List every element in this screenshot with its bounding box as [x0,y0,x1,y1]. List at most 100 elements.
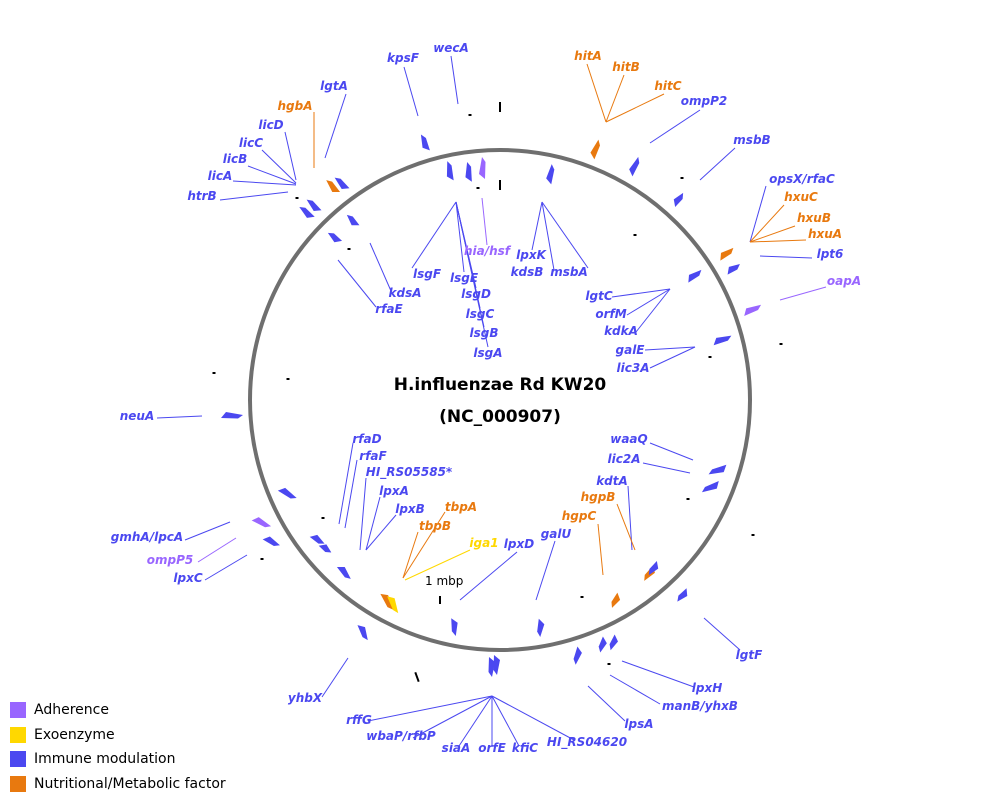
gene-label: lpxK [516,248,547,262]
gene-label: hgpC [562,509,597,523]
gene-label: orfE [478,741,506,755]
leader-line [455,201,489,348]
leader-line [337,259,377,308]
gene-label: tbpB [419,519,451,533]
gene-marker [611,592,621,608]
leader-line [412,695,493,739]
leader-line [531,201,543,251]
leader-line [450,55,459,105]
gene-marker [648,560,659,576]
leader-line [411,201,457,269]
leader-line [359,477,367,551]
gene-label: kdtA [596,474,628,488]
gene-marker [744,304,762,316]
gene-marker [327,232,343,243]
legend-swatch-adherence [10,702,26,719]
gene-labels: kpsFwecAhitAhitBhitCompP2msbBopsX/rfaChx… [111,41,861,755]
leader-line [184,521,231,541]
gene-label: lpsA [624,717,653,731]
gene-label: htrB [187,189,216,203]
gene-marker [573,646,582,665]
gene-label: lsgA [473,346,502,360]
gene-label: wecA [433,41,469,55]
leader-line [261,149,297,184]
gene-label: licB [223,152,248,166]
gene-label: licD [258,118,283,132]
gene-marker [387,596,399,614]
gene-label: hia/hsf [464,244,512,258]
leader-line [365,514,397,551]
gene-label: rfaE [375,302,403,316]
leader-line [338,442,354,525]
gene-label: lpxH [692,681,723,695]
leader-line [635,288,671,333]
gene-marker [336,567,351,579]
gene-label: rfaF [359,449,387,463]
gene-label: neuA [120,409,155,423]
gene-marker [493,655,500,675]
gene-marker [309,534,325,544]
leader-line [759,255,813,259]
leader-line [402,511,446,579]
leader-line [455,201,465,273]
leader-line [616,503,636,551]
gene-marker [221,412,243,419]
leader-line [535,540,556,601]
legend-item-adherence: Adherence [10,698,226,723]
leader-line [321,657,349,698]
gene-label: kdkA [604,324,638,338]
genome-title: H.influenzae Rd KW20 [394,375,607,395]
legend-swatch-immune-modulation [10,751,26,768]
leader-line [481,197,488,246]
legend-label: Nutritional/Metabolic factor [34,775,226,792]
gene-label: hxuA [808,227,842,241]
legend-label: Adherence [34,702,109,719]
gene-label: kfiC [512,741,538,755]
leader-line [369,242,392,292]
leader-line [232,180,297,186]
gene-label: HI_RS05585* [366,465,453,480]
gene-label: manB/yhxB [662,699,738,713]
gene-label: lpt6 [817,247,844,261]
leader-line [404,549,471,581]
gene-label: lsgD [461,287,491,301]
genome-ring [248,148,752,652]
gene-marker [488,657,495,677]
gene-marker [326,180,341,192]
gene-marker [720,247,734,261]
leader-line [649,346,696,369]
gene-label: hitB [612,60,640,74]
legend: Adherence Exoenzyme Immune modulation Nu… [10,698,226,796]
gene-label: lpxB [395,502,425,516]
label-leader-lines [156,55,827,747]
leader-line [749,185,767,243]
leader-line [649,442,694,461]
gene-marker [713,335,732,346]
gene-label: lic3A [617,361,650,375]
gene-label: lgtA [320,79,348,93]
gene-label: iga1 [469,536,498,550]
gene-label: hitC [654,79,681,93]
legend-swatch-nutritional [10,775,26,792]
gene-marker [598,636,607,653]
leader-line [642,462,691,474]
leader-line [611,288,671,298]
gene-label: hxuB [797,211,831,225]
gene-marker [537,618,545,637]
legend-item-nutritional: Nutritional/Metabolic factor [10,772,226,797]
gene-label: lsgE [450,271,479,285]
gene-label: hitA [574,49,602,63]
gene-label: hgbA [277,99,312,113]
leader-line [626,288,671,316]
leader-line [284,131,297,181]
legend-label: Immune modulation [34,751,176,768]
leader-line [644,346,696,351]
leader-line [324,93,347,159]
gene-label: msbB [733,133,770,147]
leader-line [749,204,785,243]
scale-label: 1 mbp [425,574,463,588]
gene-marker [479,157,486,179]
leader-line [458,695,493,747]
leader-line [597,523,604,576]
legend-item-immune-modulation: Immune modulation [10,747,226,772]
